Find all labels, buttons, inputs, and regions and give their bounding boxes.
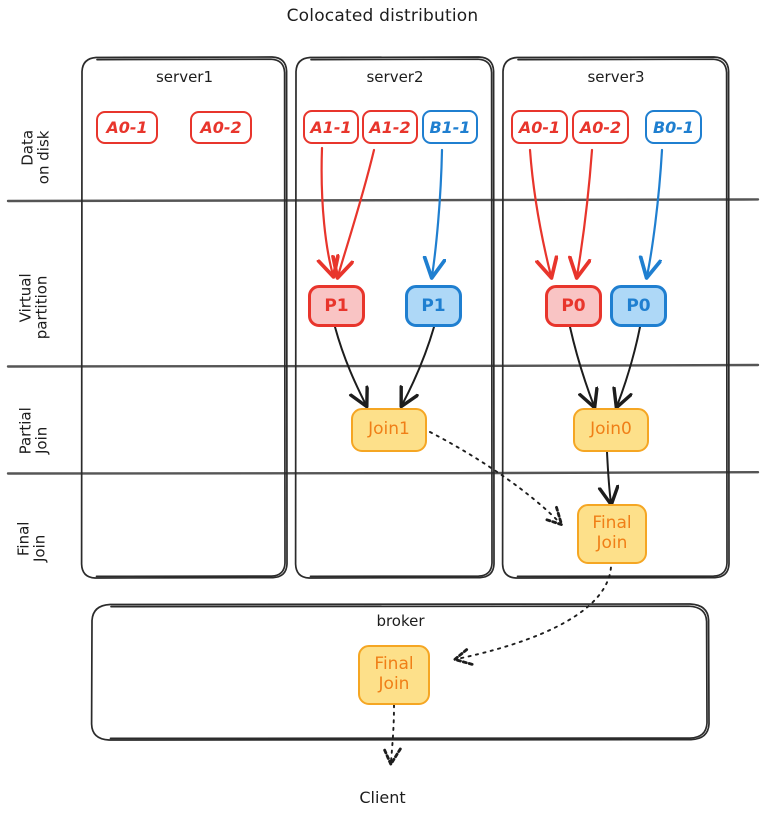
arrow-a1-2-to-p1 [338, 148, 376, 276]
final-join-server3[interactable]: Final Join [577, 504, 647, 564]
arrow-a0-1-to-p0 [528, 148, 551, 276]
disk-chip-a1-2-server2[interactable]: A1-2 [362, 110, 418, 144]
final-join-line1: Final [592, 513, 632, 534]
row-label-line2: partition [32, 275, 51, 340]
final-join-line2: Join [596, 533, 628, 553]
disk-chip-a0-2-server3[interactable]: A0-2 [572, 110, 629, 144]
final-join-line1: Final [374, 654, 414, 675]
arrow-join0-to-final-join-server3 [607, 451, 611, 503]
arrow-final-join-server3-to-broker [457, 559, 612, 659]
disk-chip-a0-2-server1[interactable]: A0-2 [190, 111, 252, 144]
server-frames [80, 56, 730, 741]
row-label-line2: Join [30, 534, 49, 563]
arrow-b1-1-to-p1-blue [432, 148, 442, 276]
server2-title: server2 [366, 68, 424, 86]
diagram-title: Colocated distribution [286, 6, 479, 26]
arrow-a0-2-to-p0 [577, 148, 594, 276]
arrows-disk-to-partition-server2 [322, 146, 442, 276]
disk-chip-a1-1-server2[interactable]: A1-1 [303, 110, 359, 144]
arrows-partition-to-partialjoin [334, 326, 641, 503]
arrow-p1-red-to-join1 [334, 326, 366, 405]
server1-title: server1 [155, 68, 214, 86]
client-label: Client [359, 788, 406, 807]
disk-chip-a0-1-server3[interactable]: A0-1 [511, 110, 568, 144]
disk-chip-b0-1-server3[interactable]: B0-1 [645, 110, 702, 144]
arrow-p1-blue-to-join1 [402, 326, 435, 405]
disk-chip-b1-1-server2[interactable]: B1-1 [422, 110, 478, 144]
arrow-p0-red-to-join0 [569, 326, 594, 406]
arrow-p0-blue-to-join0 [617, 326, 641, 406]
partition-p1-red-server2[interactable]: P1 [308, 285, 365, 327]
partial-join-join0-server3[interactable]: Join0 [573, 408, 649, 452]
arrow-join1-to-final-join-server3 [429, 431, 560, 523]
row-label-line2: on disk [34, 130, 53, 185]
broker-title: broker [376, 612, 425, 630]
partial-join-join1-server2[interactable]: Join1 [351, 408, 427, 452]
partition-p1-blue-server2[interactable]: P1 [405, 285, 462, 327]
server3-title: server3 [587, 68, 645, 86]
final-join-broker[interactable]: Final Join [358, 645, 430, 705]
arrow-a1-1-to-p1 [322, 146, 333, 275]
disk-chip-a0-1-server1[interactable]: A0-1 [96, 111, 158, 144]
partition-p0-blue-server3[interactable]: P0 [610, 285, 667, 327]
arrows-disk-to-partition-server3 [528, 148, 664, 276]
arrows-dotted [391, 431, 612, 762]
arrow-b0-1-to-p0-blue [647, 148, 664, 276]
row-label-line2: Join [32, 426, 51, 455]
arrow-broker-to-client [391, 704, 394, 762]
partition-p0-red-server3[interactable]: P0 [545, 285, 602, 327]
final-join-line2: Join [378, 674, 410, 694]
row-separators [6, 198, 760, 475]
